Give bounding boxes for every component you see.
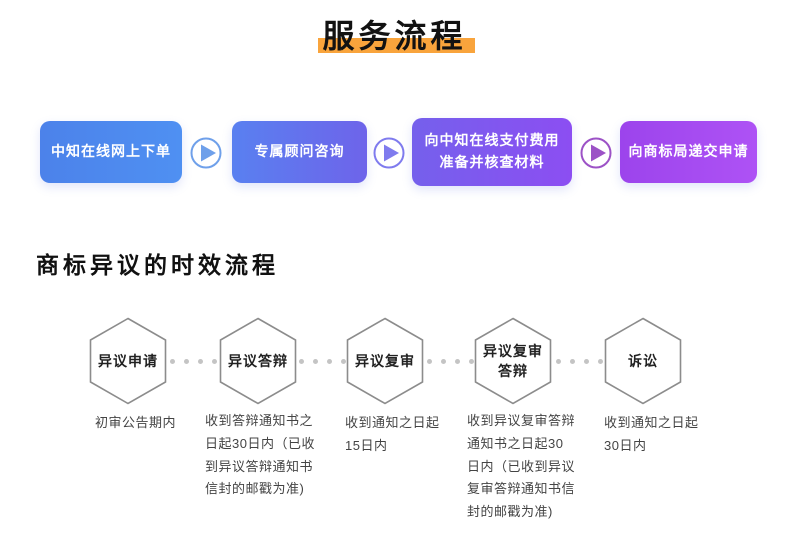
stage-2-name: 异议答辩 [228, 352, 288, 369]
hexagon-icon [89, 317, 167, 405]
dot [556, 359, 561, 364]
timeline-stage-1: 异议申请 [89, 317, 167, 405]
hexagon-icon [604, 317, 682, 405]
dot [198, 359, 203, 364]
flow-step-4: 向商标局递交申请 [620, 121, 757, 183]
page-title-text: 服务流程 [322, 18, 467, 54]
section-heading: 商标异议的时效流程 [36, 252, 279, 278]
stage-3-description: 收到通知之日起 15日内 [345, 415, 440, 453]
flow-step-4-label: 向商标局递交申请 [628, 143, 749, 160]
timeline-stage-5: 诉讼 [604, 317, 682, 405]
flow-step-2: 专属顾问咨询 [232, 121, 367, 183]
stage-5-name: 诉讼 [628, 352, 658, 369]
dots-connector-3 [427, 359, 474, 364]
dot [299, 359, 304, 364]
dot [313, 359, 318, 364]
dot [427, 359, 432, 364]
dot [584, 359, 589, 364]
dot [598, 359, 603, 364]
stage-4-description: 收到异议复审答辩 通知书之日起30 日内（已收到异议 复审答辩通知书信 封的邮戳… [467, 413, 576, 519]
timeline-stage-4: 异议复审 答辩 [474, 317, 552, 405]
stage-1-name: 异议申请 [98, 352, 158, 369]
dot [441, 359, 446, 364]
timeline-stage-3: 异议复审 [346, 317, 424, 405]
dot [170, 359, 175, 364]
hexagon-icon [346, 317, 424, 405]
flow-step-3-label: 向中知在线支付费用 准备并核查材料 [424, 132, 560, 170]
dot [327, 359, 332, 364]
stage-5-description: 收到通知之日起 30日内 [604, 415, 699, 453]
stage-3-name: 异议复审 [355, 352, 415, 369]
arrow-right-icon-2 [373, 137, 405, 169]
dot [469, 359, 474, 364]
title-highlight-bar [318, 38, 475, 53]
timeline-stage-2: 异议答辩 [219, 317, 297, 405]
hexagon-icon [474, 317, 552, 405]
dots-connector-2 [299, 359, 346, 364]
flow-step-3: 向中知在线支付费用 准备并核查材料 [412, 118, 572, 186]
stage-2-description: 收到答辩通知书之 日起30日内（已收 到异议答辩通知书 信封的邮戳为准) [205, 413, 315, 497]
flow-step-2-label: 专属顾问咨询 [254, 143, 345, 160]
dot [341, 359, 346, 364]
dot [212, 359, 217, 364]
page-title: 服务流程 [318, 16, 475, 56]
dot [184, 359, 189, 364]
dots-connector-1 [170, 359, 217, 364]
flow-step-1-label: 中知在线网上下单 [51, 143, 171, 160]
dot [455, 359, 460, 364]
stage-1-description: 初审公告期内 [95, 415, 177, 430]
arrow-right-icon-3 [580, 137, 612, 169]
hexagon-icon [219, 317, 297, 405]
arrow-right-icon-1 [190, 137, 222, 169]
dot [570, 359, 575, 364]
flow-step-1: 中知在线网上下单 [40, 121, 182, 183]
stage-4-name: 异议复审 答辩 [483, 342, 543, 379]
title-row: 服务流程 [0, 16, 789, 56]
dots-connector-4 [556, 359, 603, 364]
